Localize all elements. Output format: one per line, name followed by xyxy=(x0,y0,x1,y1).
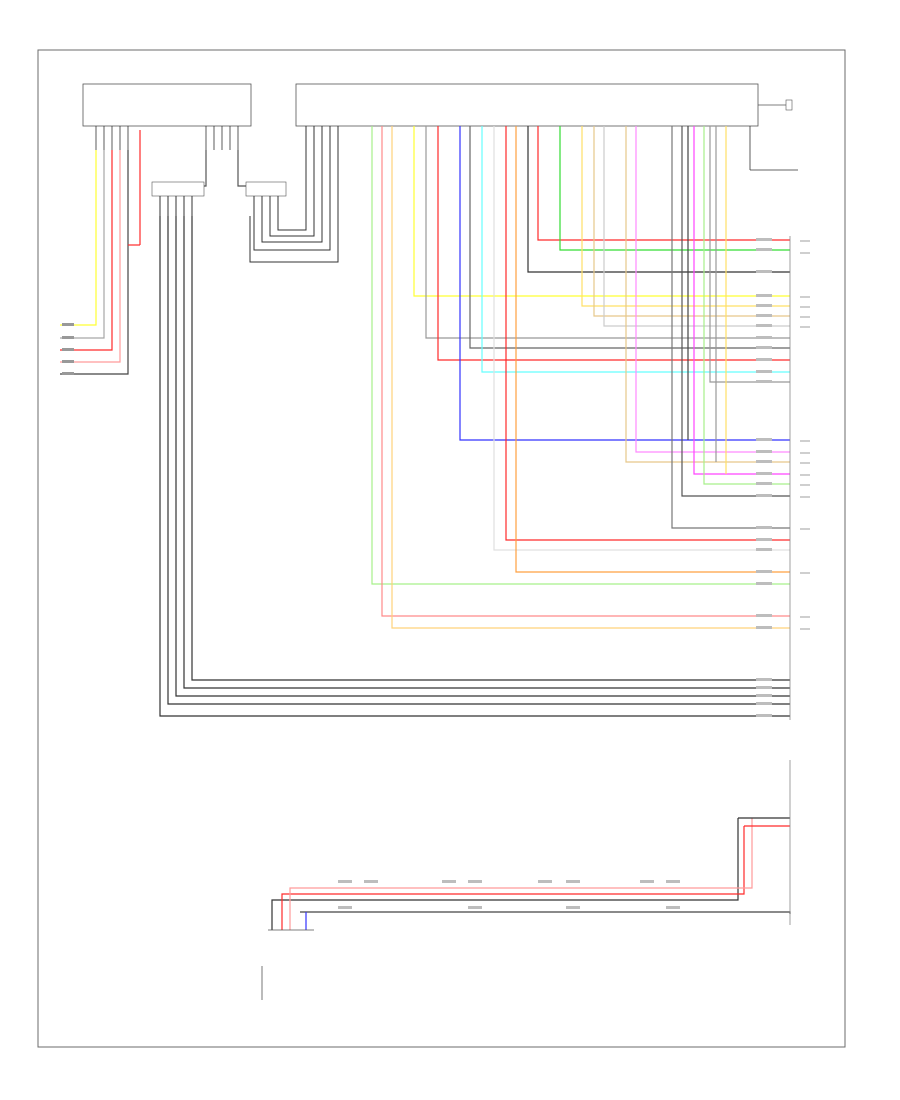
right-connector-terminals xyxy=(756,236,810,720)
junction-connector-a xyxy=(151,181,205,216)
lower-splice-marks xyxy=(338,880,680,909)
junction-connector-b xyxy=(245,181,287,216)
ground-bus xyxy=(159,216,790,717)
main-unit-side-connector xyxy=(749,99,798,171)
left-unit xyxy=(82,83,252,150)
main-unit-wires xyxy=(371,126,790,629)
main-unit-box xyxy=(295,83,759,127)
lower-harness xyxy=(271,817,791,930)
left-unit-wires xyxy=(60,130,250,375)
left-terminal-labels xyxy=(62,323,74,375)
loop-wires xyxy=(249,126,339,263)
diagram-frame xyxy=(37,49,846,1048)
lower-connector xyxy=(261,929,314,1000)
main-unit xyxy=(295,83,798,171)
left-unit-pins xyxy=(95,126,239,150)
left-unit-box xyxy=(82,83,252,127)
